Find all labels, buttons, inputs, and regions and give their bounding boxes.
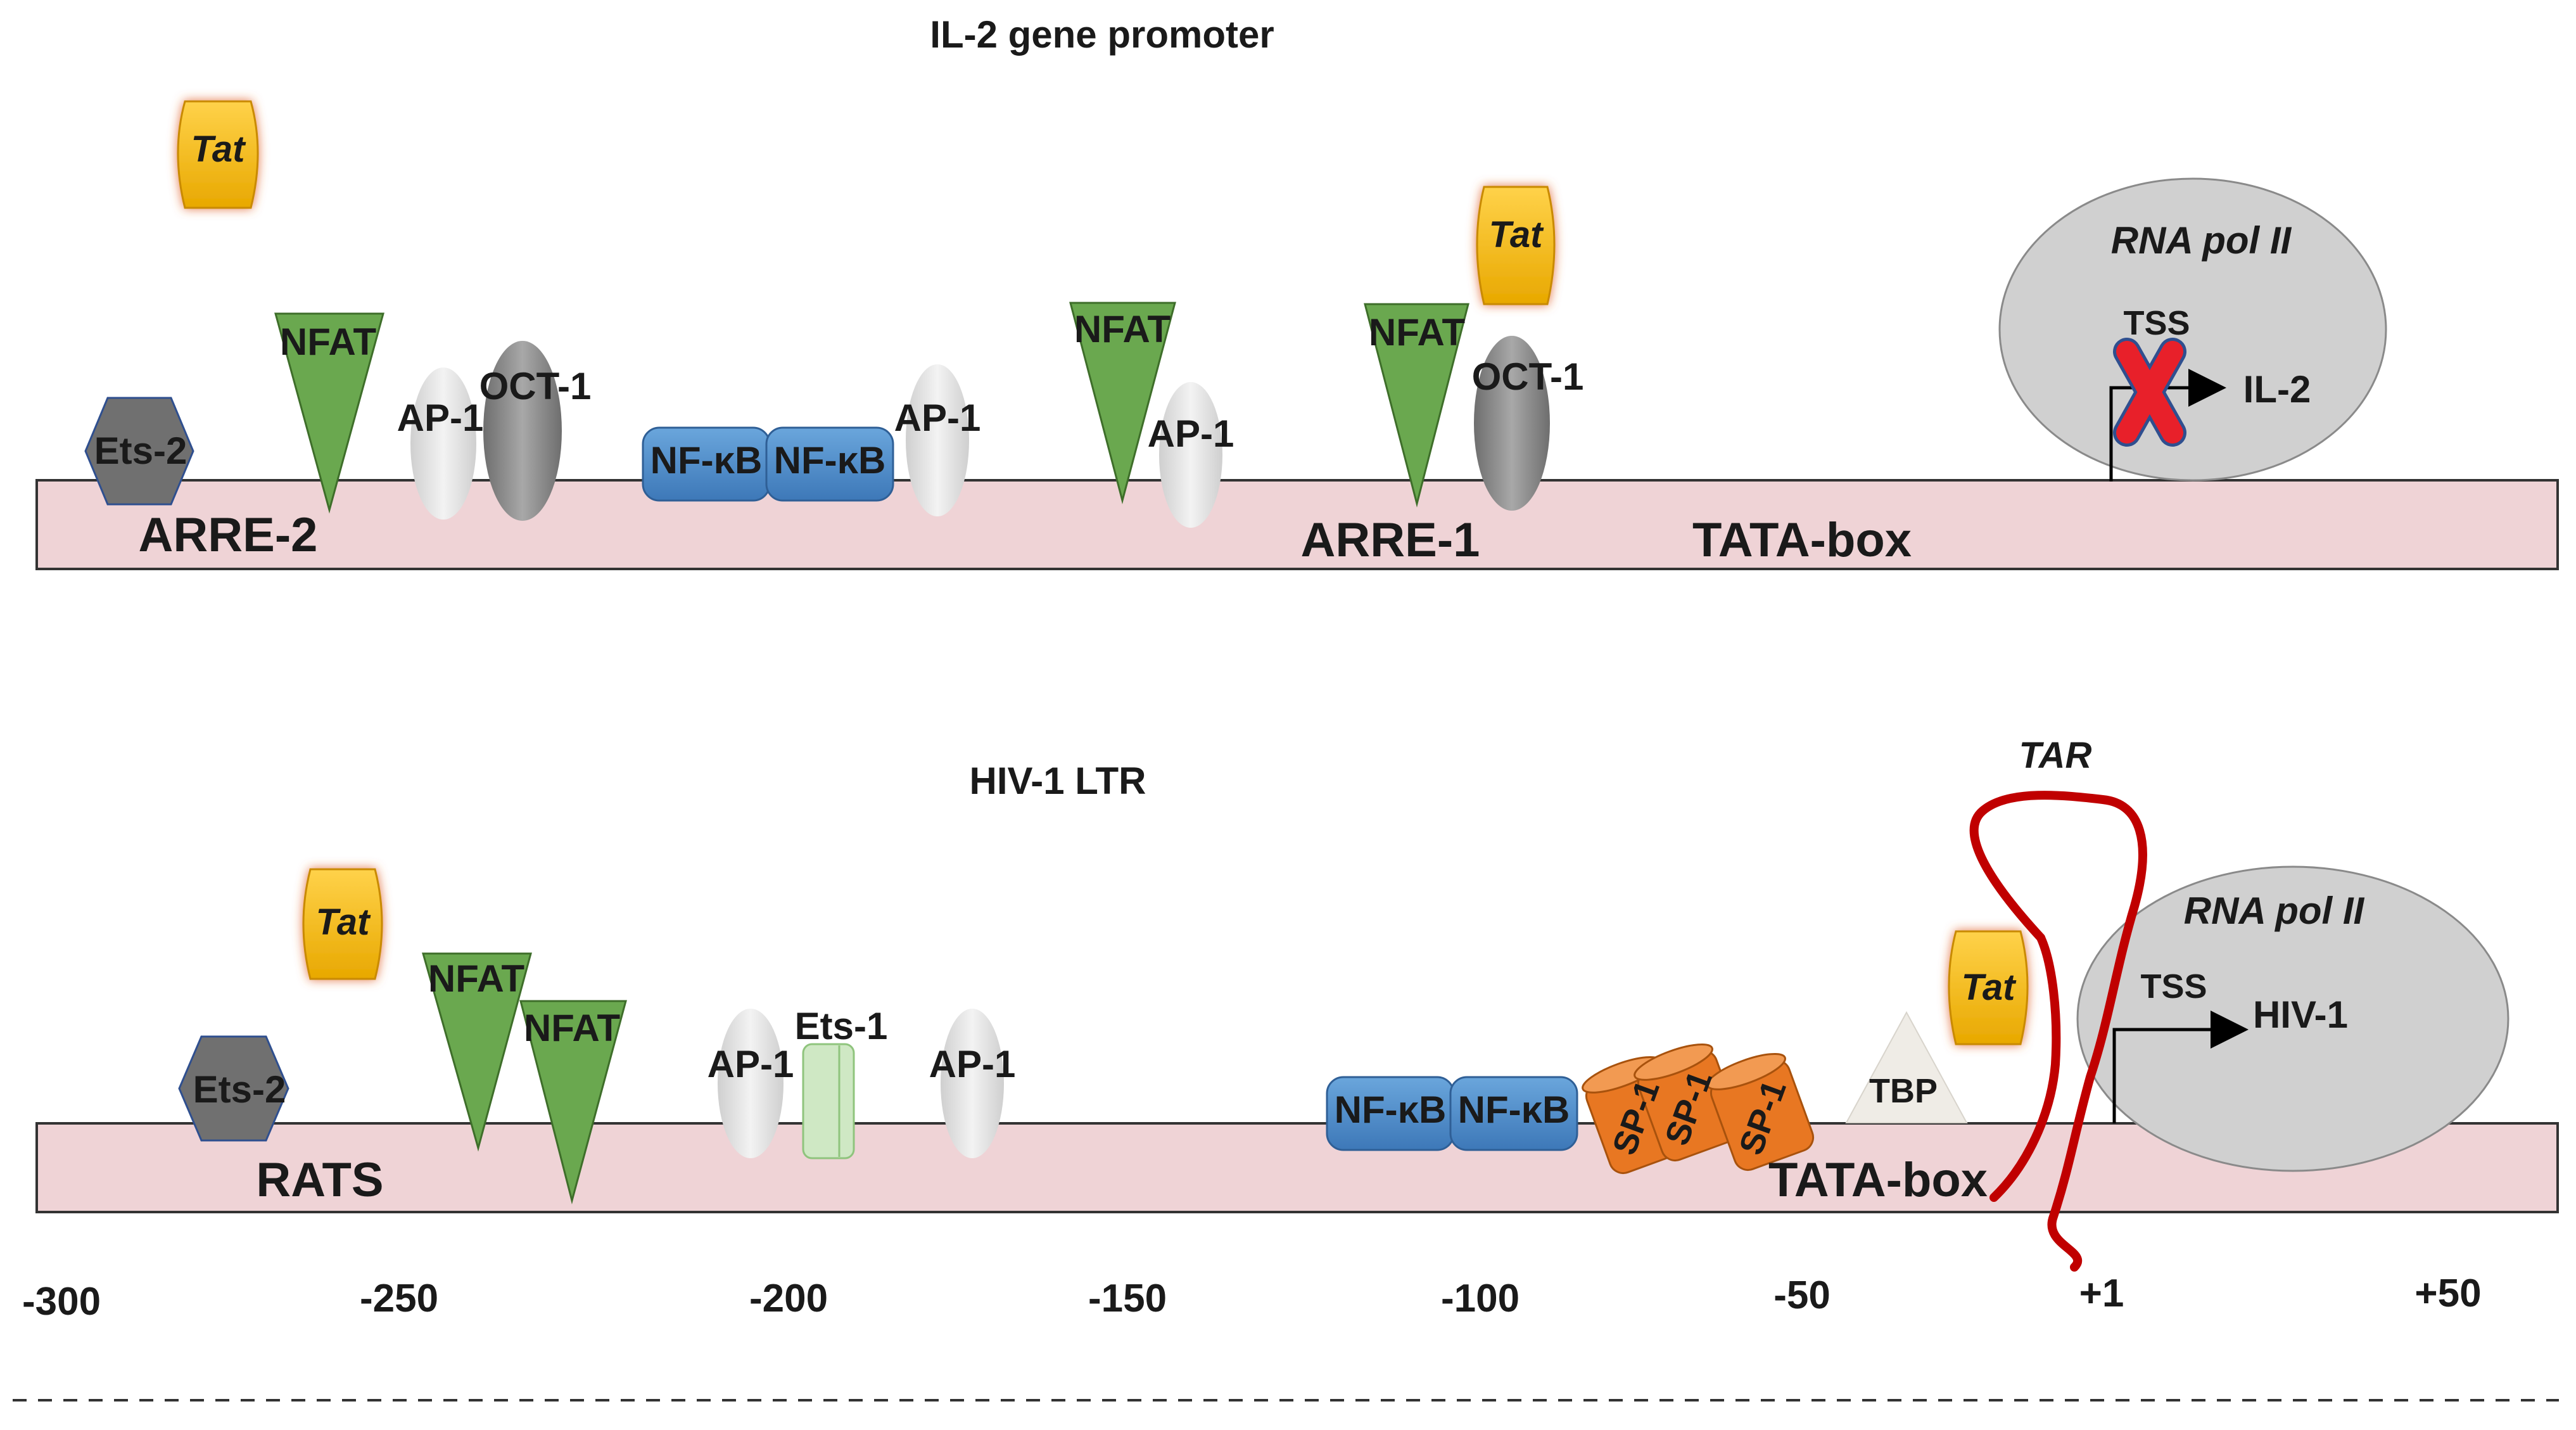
axis-tick-m200: -200 [749,1277,828,1320]
hiv-tss-arrow [2112,1011,2249,1123]
il2-ets2-label: Ets-2 [94,430,187,472]
il2-tata-label: TATA-box [1692,513,1912,567]
il2-oct1-1-ellipse [483,341,562,521]
il2-nfat-1-triangle [274,312,384,514]
axis-tick-p50: +50 [2414,1272,2481,1315]
hiv-ap1-1-label: AP-1 [707,1043,794,1085]
hiv-tat-left-label: Tat [316,902,372,943]
il2-ap1-2-ellipse [906,364,969,516]
il2-nfkb-2-box [765,426,894,502]
il2-oct1-2-label: OCT-1 [1472,355,1584,398]
il2-tat-mid [1476,186,1556,305]
hiv-tbp-triangle [1845,1011,1968,1123]
hiv-gene-label: HIV-1 [2253,993,2348,1036]
il2-oct1-1-label: OCT-1 [479,365,592,407]
hiv-nfkb-1-label: NF-κB [1335,1088,1447,1131]
il2-dna-strand [35,479,2559,570]
hiv-nfat-2-label: NFAT [524,1007,620,1049]
hiv-tar-rna-tail [1989,933,2061,1202]
hiv-tar-rna-loop [1969,791,2147,1272]
il2-nfat-1-label: NFAT [280,321,376,363]
hiv-sp1-3-cylinder [1706,1052,1815,1171]
hiv-nfkb-2-label: NF-κB [1458,1088,1570,1131]
il2-tat-top-label: Tat [191,129,247,170]
hiv-ap1-2-label: AP-1 [929,1043,1016,1085]
il2-arre2-label: ARRE-2 [139,508,318,562]
il2-nfat-2-triangle [1069,302,1176,504]
il2-nfat-3-triangle [1364,303,1469,508]
il2-ets2-hexagon [84,397,194,506]
hiv-rna-pol-label: RNA pol II [2184,890,2365,932]
hiv-tbp-label: TBP [1869,1072,1938,1110]
il2-tat-top [177,100,259,209]
hiv-nfat-1-triangle [422,952,532,1152]
hiv-dna-strand [35,1122,2559,1213]
il2-tat-mid-label: Tat [1489,214,1545,255]
il2-ap1-1-label: AP-1 [397,397,484,439]
il2-gene-label: IL-2 [2243,368,2311,411]
hiv-ets1-cylinder [802,1043,855,1159]
hiv-ets1-label: Ets-1 [795,1005,888,1047]
axis-tick-m50: -50 [1773,1274,1830,1317]
hiv-tar-label: TAR [2019,735,2092,776]
hiv-nfat-1-label: NFAT [428,957,524,1000]
hiv-nfkb-2-box [1449,1076,1578,1151]
axis-tick-m100: -100 [1441,1277,1520,1320]
il2-arre1-label: ARRE-1 [1301,513,1480,567]
il2-ap1-3-ellipse [1159,382,1222,528]
il2-tss-label: TSS [2123,304,2190,342]
hiv-ets2-hexagon [178,1035,289,1142]
axis-tick-m150: -150 [1088,1277,1167,1320]
il2-nfkb-1-label: NF-κB [650,439,763,482]
axis-tick-m250: -250 [360,1277,438,1320]
hiv-rats-label: RATS [256,1153,383,1207]
il2-ap1-1-ellipse [410,367,476,520]
hiv-ets2-label: Ets-2 [193,1068,286,1111]
il2-title: IL-2 gene promoter [930,13,1274,56]
il2-rna-pol-ellipse [1998,177,2387,482]
il2-ap1-2-label: AP-1 [894,397,981,439]
hiv-rna-pol-ellipse [2076,865,2509,1172]
hiv-tat-right [1948,930,2029,1045]
hiv-tat-left [302,868,383,980]
hiv-ap1-1-ellipse [718,1009,784,1158]
hiv-tat-right-label: Tat [1962,967,2017,1008]
il2-tss-arrow [2109,369,2226,482]
hiv-ap1-2-ellipse [941,1009,1004,1158]
il2-nfat-3-label: NFAT [1369,311,1465,354]
il2-ap1-3-label: AP-1 [1148,412,1234,455]
axis-tick-m300: -300 [22,1280,101,1324]
il2-nfkb-2-label: NF-κB [774,439,886,482]
il2-rna-pol-label: RNA pol II [2111,219,2292,262]
il2-block-cross-icon [2113,338,2186,447]
hiv-tata-label: TATA-box [1768,1153,1988,1207]
axis-tick-p1: +1 [2079,1272,2124,1315]
hiv-tss-label: TSS [2140,967,2207,1005]
il2-oct1-2-ellipse [1474,336,1550,511]
hiv-title: HIV-1 LTR [970,760,1146,802]
il2-nfat-2-label: NFAT [1074,308,1171,350]
hiv-nfat-2-triangle [519,1000,627,1204]
